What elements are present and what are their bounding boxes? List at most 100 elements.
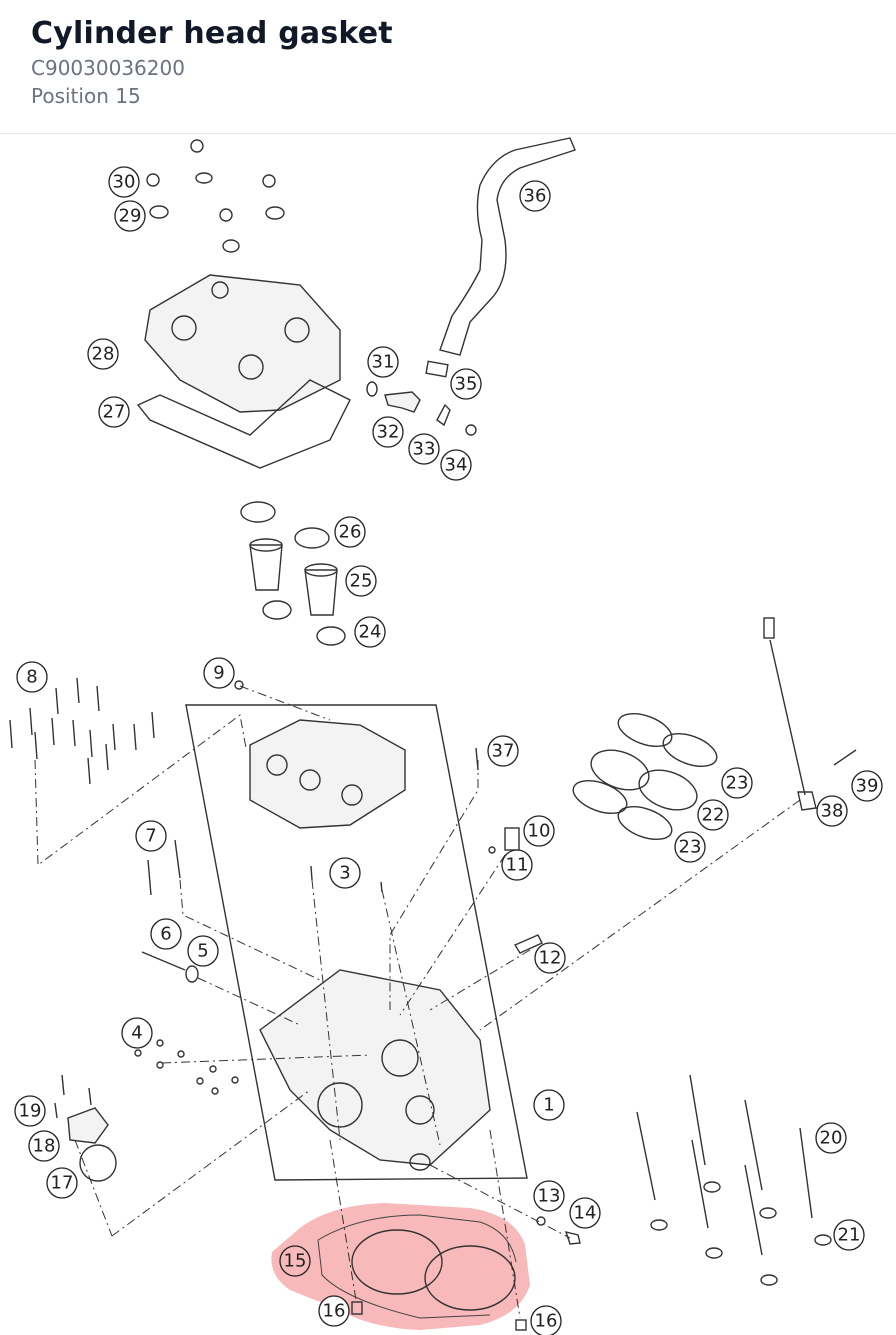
callout-label: 36 [524,186,547,207]
callout-circle [87,338,119,370]
callout-14[interactable]: 14 [569,1197,601,1229]
callout-30[interactable]: 30 [108,166,140,198]
callout-31[interactable]: 31 [367,346,399,378]
callout-34[interactable]: 34 [440,449,472,481]
callout-37[interactable]: 37 [487,735,519,767]
callout-label: 30 [113,172,136,193]
callout-circle [833,1219,865,1251]
callout-circle [334,516,366,548]
callout-circle [674,831,706,863]
callout-label: 33 [413,439,436,460]
callout-25[interactable]: 25 [345,565,377,597]
callout-label: 32 [377,422,400,443]
callout-label: 12 [539,948,562,969]
callout-circle [440,449,472,481]
callout-16[interactable]: 16 [318,1295,350,1327]
sensors [475,747,543,954]
callout-label: 16 [323,1301,346,1322]
callout-circle [187,935,219,967]
gasket-bore-right [424,1245,516,1311]
callout-9[interactable]: 9 [203,657,235,689]
callout-label: 18 [33,1136,56,1157]
callout-label: 6 [160,924,171,945]
callout-label: 15 [284,1251,307,1272]
callout-23[interactable]: 23 [721,767,753,799]
callout-circle [28,1130,60,1162]
callout-circle [721,767,753,799]
callout-33[interactable]: 33 [408,433,440,465]
callout-label: 25 [350,571,373,592]
callout-circle [697,799,729,831]
callout-circle [114,200,146,232]
callout-label: 1 [543,1095,554,1116]
callout-label: 28 [92,344,115,365]
callout-11[interactable]: 11 [501,849,533,881]
sensor-cable [763,617,857,811]
callout-label: 34 [445,455,468,476]
callout-label: 11 [506,855,529,876]
camshaft-bolts [9,677,155,785]
callout-circle [108,166,140,198]
callout-label: 10 [528,821,551,842]
callout-4[interactable]: 4 [121,1017,153,1049]
callout-circle [279,1245,311,1277]
callout-32[interactable]: 32 [372,416,404,448]
callout-28[interactable]: 28 [87,338,119,370]
callout-label: 23 [679,837,702,858]
part-position: Position 15 [31,84,141,108]
callout-circle [533,1180,565,1212]
callout-3[interactable]: 3 [329,857,361,889]
gasket-highlight[interactable] [271,1203,530,1330]
callout-22[interactable]: 22 [697,799,729,831]
callout-label: 17 [51,1173,74,1194]
callout-24[interactable]: 24 [354,616,386,648]
callout-label: 35 [455,374,478,395]
callout-1[interactable]: 1 [533,1089,565,1121]
callout-26[interactable]: 26 [334,516,366,548]
callout-13[interactable]: 13 [533,1180,565,1212]
callout-label: 23 [726,773,749,794]
callout-circle [519,180,551,212]
callout-8[interactable]: 8 [16,661,48,693]
callout-label: 7 [145,826,156,847]
callout-circle [367,346,399,378]
callout-39[interactable]: 39 [851,770,883,802]
callout-label: 24 [359,622,382,643]
callout-circle [523,815,555,847]
callout-12[interactable]: 12 [534,942,566,974]
callout-15[interactable]: 15 [279,1245,311,1277]
callout-5[interactable]: 5 [187,935,219,967]
callout-18[interactable]: 18 [28,1130,60,1162]
callout-circle [533,1089,565,1121]
callout-21[interactable]: 21 [833,1219,865,1251]
callout-circle [14,1095,46,1127]
callout-23[interactable]: 23 [674,831,706,863]
callout-circle [16,661,48,693]
callout-circle [450,368,482,400]
callout-29[interactable]: 29 [114,200,146,232]
valve-cover-bolts [146,139,285,253]
callout-38[interactable]: 38 [816,795,848,827]
callout-17[interactable]: 17 [46,1167,78,1199]
callout-35[interactable]: 35 [450,368,482,400]
small-washers [134,1039,239,1095]
callout-10[interactable]: 10 [523,815,555,847]
callout-label: 9 [213,663,224,684]
callout-19[interactable]: 19 [14,1095,46,1127]
callout-27[interactable]: 27 [98,396,130,428]
breather-hose [439,137,576,356]
callout-circle [46,1167,78,1199]
callout-6[interactable]: 6 [150,918,182,950]
callout-circle [569,1197,601,1229]
thermostat [54,1074,117,1182]
callout-circle [121,1017,153,1049]
callout-label: 4 [131,1023,142,1044]
callout-label: 13 [538,1186,561,1207]
callout-20[interactable]: 20 [815,1122,847,1154]
callout-7[interactable]: 7 [135,820,167,852]
callout-label: 21 [838,1225,861,1246]
callout-16[interactable]: 16 [530,1305,562,1335]
callout-36[interactable]: 36 [519,180,551,212]
